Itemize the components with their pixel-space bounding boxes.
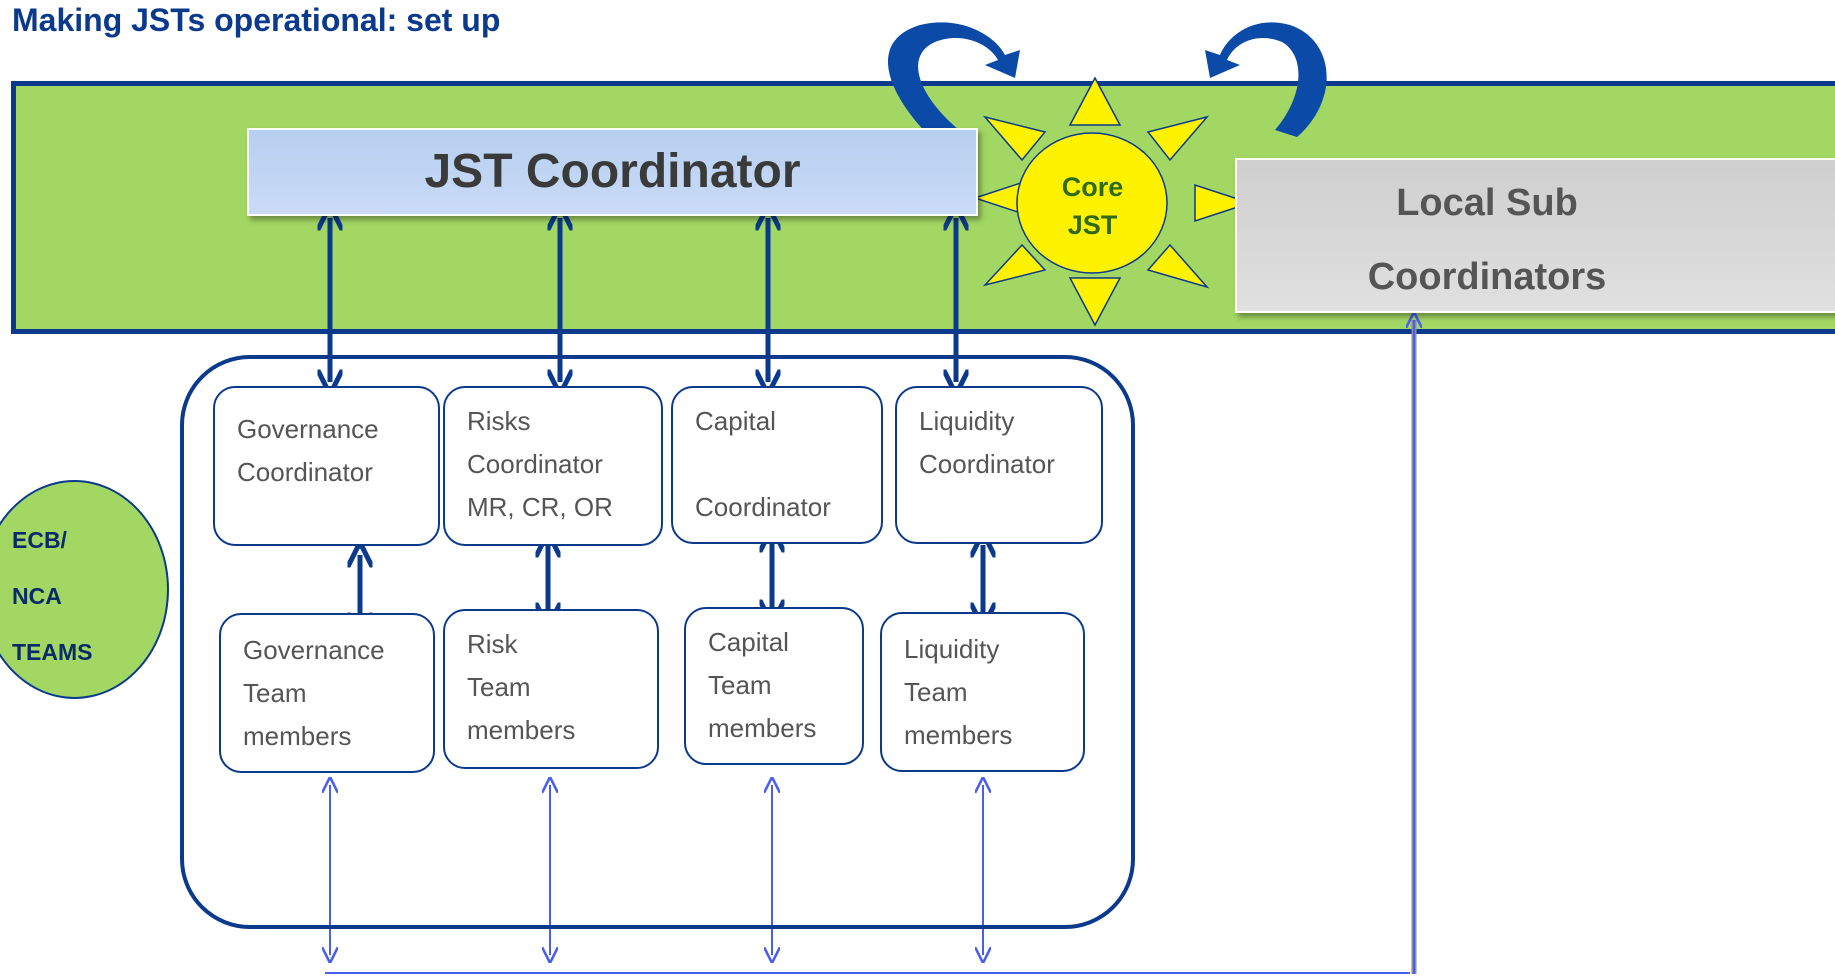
coord-line: Coordinator [919, 449, 1055, 479]
team-line: Capital [708, 627, 789, 657]
team-line: Governance [243, 635, 385, 665]
team-line: Risk [467, 629, 518, 659]
capital-team-box: Capital Team members [684, 607, 864, 765]
liquidity-team-box: Liquidity Team members [880, 612, 1085, 772]
coord-line: Coordinator [695, 492, 831, 522]
coord-line: Coordinator [467, 449, 603, 479]
team-line: members [467, 715, 576, 745]
risk-team-box: Risk Team members [443, 609, 659, 769]
team-line: Team [904, 677, 968, 707]
coord-line: Capital [695, 406, 776, 436]
local-sub-line2: Coordinators [1367, 256, 1607, 298]
team-line: Team [708, 670, 772, 700]
team-line: members [904, 720, 1013, 750]
core-jst-circle [1016, 132, 1168, 274]
coord-line: Liquidity [919, 406, 1015, 436]
team-line: Team [243, 678, 307, 708]
ecb-label-line3: TEAMS [12, 639, 93, 665]
risks-coordinator-box: Risks Coordinator MR, CR, OR [443, 386, 663, 546]
governance-coordinator-box: Governance Coordinator [213, 386, 440, 546]
coord-line: Risks [467, 406, 531, 436]
capital-coordinator-box: Capital Coordinator [671, 386, 883, 544]
coord-line: Coordinator [237, 457, 373, 487]
ecb-label-line2: NCA [12, 583, 62, 609]
ecb-label-line1: ECB/ [12, 527, 67, 553]
team-line: Liquidity [904, 634, 1000, 664]
coord-line: MR, CR, OR [467, 492, 613, 522]
ecb-nca-teams-circle [0, 480, 169, 699]
jst-coordinator-box: JST Coordinator [247, 128, 978, 216]
coord-line [695, 443, 881, 486]
ecb-nca-teams-label: ECB/ NCA TEAMS [12, 512, 162, 680]
page-title: Making JSTs operational: set up [12, 2, 501, 38]
local-sub-coordinators-box: Local Sub Coordinators [1235, 158, 1835, 313]
coordinator-arrows [330, 218, 956, 382]
team-line: Team [467, 672, 531, 702]
core-jst-label: Core JST [1020, 168, 1165, 244]
coord-line: Governance [237, 414, 379, 444]
curved-arrows [887, 22, 1327, 148]
liquidity-coordinator-box: Liquidity Coordinator [895, 386, 1103, 544]
team-line: members [243, 721, 352, 751]
core-label-line1: Core [1061, 172, 1124, 202]
core-label-line2: JST [1067, 210, 1118, 240]
governance-team-box: Governance Team members [219, 613, 435, 773]
local-sub-line1: Local Sub [1396, 182, 1578, 224]
teams-container [180, 355, 1135, 929]
team-line: members [708, 713, 817, 743]
